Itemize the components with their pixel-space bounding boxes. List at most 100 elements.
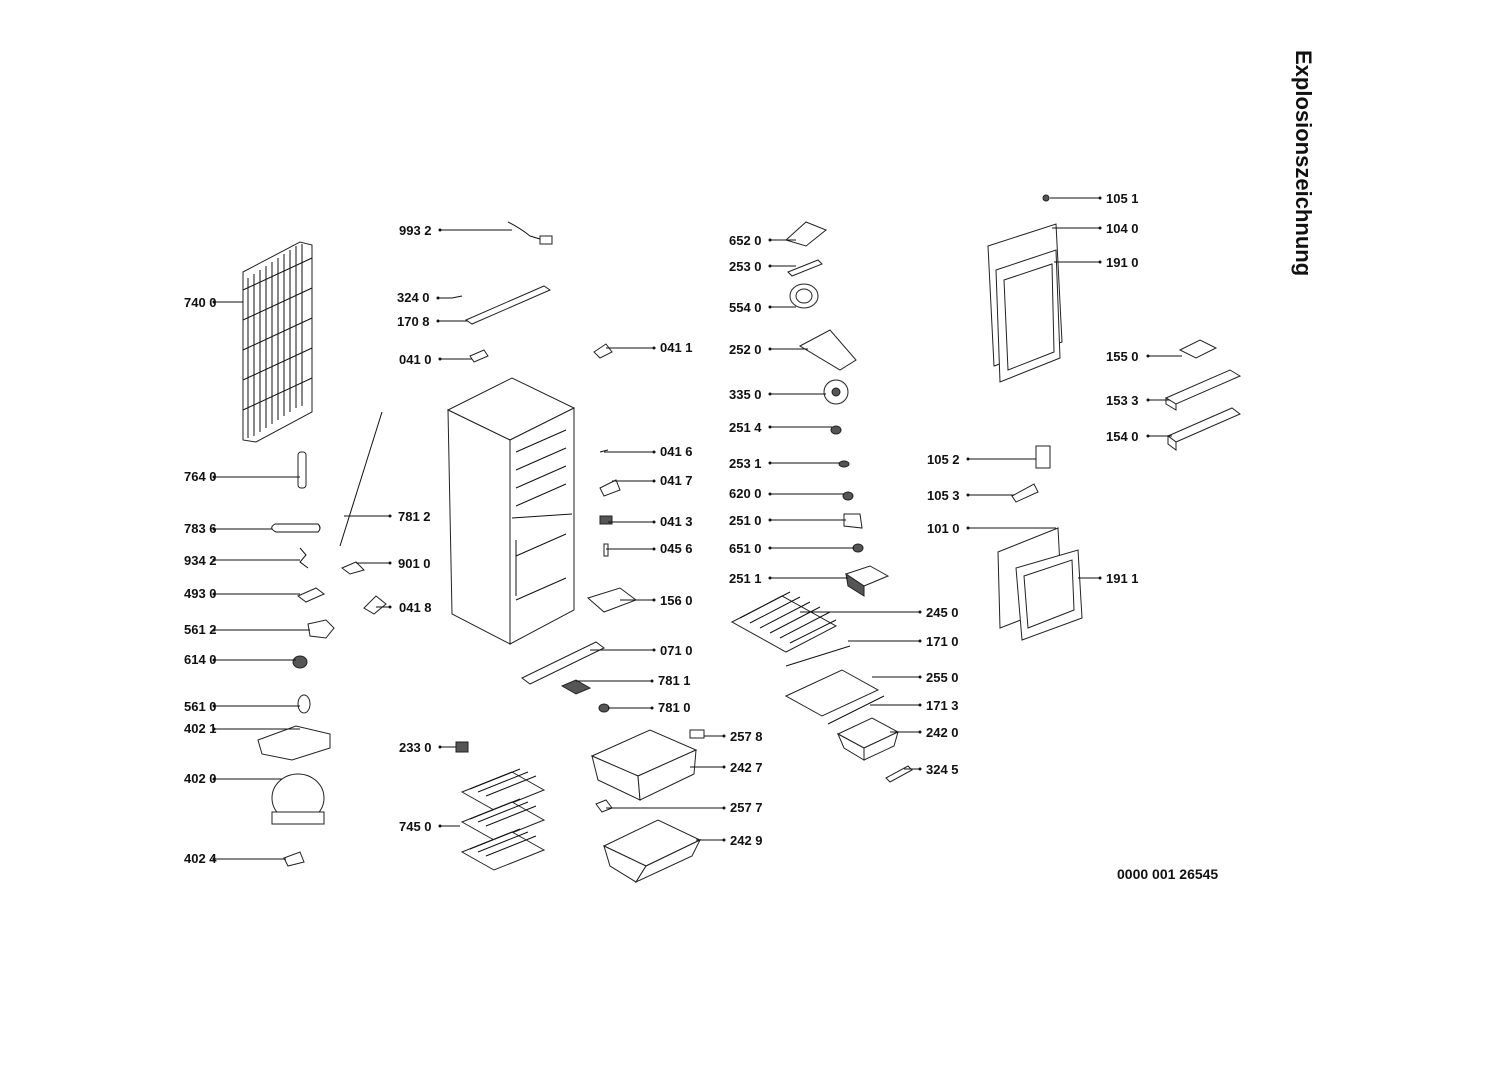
part-label: 251 0 (729, 513, 762, 528)
hinge-pin-drawing (1042, 194, 1050, 202)
callout-dot (918, 767, 922, 771)
callout-dot (438, 745, 442, 749)
callout-dot (768, 518, 772, 522)
callout-dot (768, 305, 772, 309)
bottle-shelf-drawing (1167, 407, 1241, 451)
upper-door-drawing (987, 223, 1063, 383)
grommet-drawing (283, 851, 305, 867)
part-label: 253 1 (729, 456, 762, 471)
callout-dot (722, 765, 726, 769)
part-label: 154 0 (1106, 429, 1139, 444)
callout-dot (918, 675, 922, 679)
cabinet-drawing (446, 377, 576, 645)
callout-dot (768, 576, 772, 580)
callout-dot (212, 527, 216, 531)
lamp-socket-drawing (455, 741, 469, 753)
part-label: 257 7 (730, 800, 763, 815)
part-label: 233 0 (399, 740, 432, 755)
hinge-bracket-drawing (363, 595, 387, 615)
part-label: 745 0 (399, 819, 432, 834)
part-label: 041 8 (399, 600, 432, 615)
part-label: 324 0 (397, 290, 430, 305)
part-label: 245 0 (926, 605, 959, 620)
thermal-switch-drawing (292, 655, 308, 669)
part-label: 191 1 (1106, 571, 1139, 586)
callout-dot (438, 357, 442, 361)
callout-dot (1098, 196, 1102, 200)
callout-dot (966, 493, 970, 497)
callout-dot (652, 598, 656, 602)
callout-dot (212, 300, 216, 304)
part-label: 764 0 (184, 469, 217, 484)
part-label: 041 7 (660, 473, 693, 488)
callout-dot (212, 658, 216, 662)
callout-dot (212, 704, 216, 708)
part-label: 105 2 (927, 452, 960, 467)
part-label: 253 0 (729, 259, 762, 274)
clip-drawing (299, 547, 309, 569)
callout-dot (436, 319, 440, 323)
part-label: 242 7 (730, 760, 763, 775)
callout-dot (966, 457, 970, 461)
callout-dot (652, 479, 656, 483)
callout-dot (212, 475, 216, 479)
callout-dot (652, 547, 656, 551)
callout-dot (768, 264, 772, 268)
drain-rod-drawing (339, 411, 383, 547)
filter-dryer-drawing (297, 451, 307, 489)
thermostat-drawing (844, 565, 890, 597)
callout-dot (650, 679, 654, 683)
part-label: 041 6 (660, 444, 693, 459)
bracket-2-drawing (599, 479, 621, 497)
callout-dot (918, 610, 922, 614)
part-label: 335 0 (729, 387, 762, 402)
hinge-plate-drawing (1035, 445, 1051, 469)
part-label: 901 0 (398, 556, 431, 571)
callout-dot (918, 730, 922, 734)
part-label: 251 1 (729, 571, 762, 586)
compressor-cover-drawing (257, 725, 331, 761)
callout-dot (918, 703, 922, 707)
callout-dot (652, 450, 656, 454)
callout-dot (388, 605, 392, 609)
bracket-right-drawing (593, 343, 613, 359)
drawer-clip-drawing (689, 729, 705, 739)
callout-dot (1098, 260, 1102, 264)
part-label: 554 0 (729, 300, 762, 315)
part-label: 045 6 (660, 541, 693, 556)
callout-dot (966, 526, 970, 530)
callout-dot (768, 461, 772, 465)
callout-dot (768, 392, 772, 396)
knob-drawing (823, 379, 849, 405)
callout-dot (768, 492, 772, 496)
part-label: 255 0 (926, 670, 959, 685)
lamp-cover-drawing (843, 513, 863, 529)
callout-dot (1098, 226, 1102, 230)
callout-dot (768, 546, 772, 550)
part-label: 105 3 (927, 488, 960, 503)
callout-dot (1146, 434, 1150, 438)
part-label: 153 3 (1106, 393, 1139, 408)
part-label: 257 8 (730, 729, 763, 744)
nut-drawing (838, 460, 850, 468)
part-label: 041 1 (660, 340, 693, 355)
part-label: 740 0 (184, 295, 217, 310)
part-label: 104 0 (1106, 221, 1139, 236)
callout-dot (652, 346, 656, 350)
callout-dot (212, 628, 216, 632)
shelf-strip-2-drawing (827, 695, 885, 725)
grid-shelf-drawing (730, 591, 838, 653)
thermostat-housing-drawing (785, 221, 827, 247)
part-label: 402 4 (184, 851, 217, 866)
callout-dot (652, 648, 656, 652)
part-label: 156 0 (660, 593, 693, 608)
part-label: 242 9 (730, 833, 763, 848)
part-label: 781 2 (398, 509, 431, 524)
drawer-upper-drawing (590, 729, 698, 801)
callout-dot (650, 706, 654, 710)
part-label: 252 0 (729, 342, 762, 357)
callout-dot (918, 639, 922, 643)
relay-drawing (297, 587, 325, 603)
